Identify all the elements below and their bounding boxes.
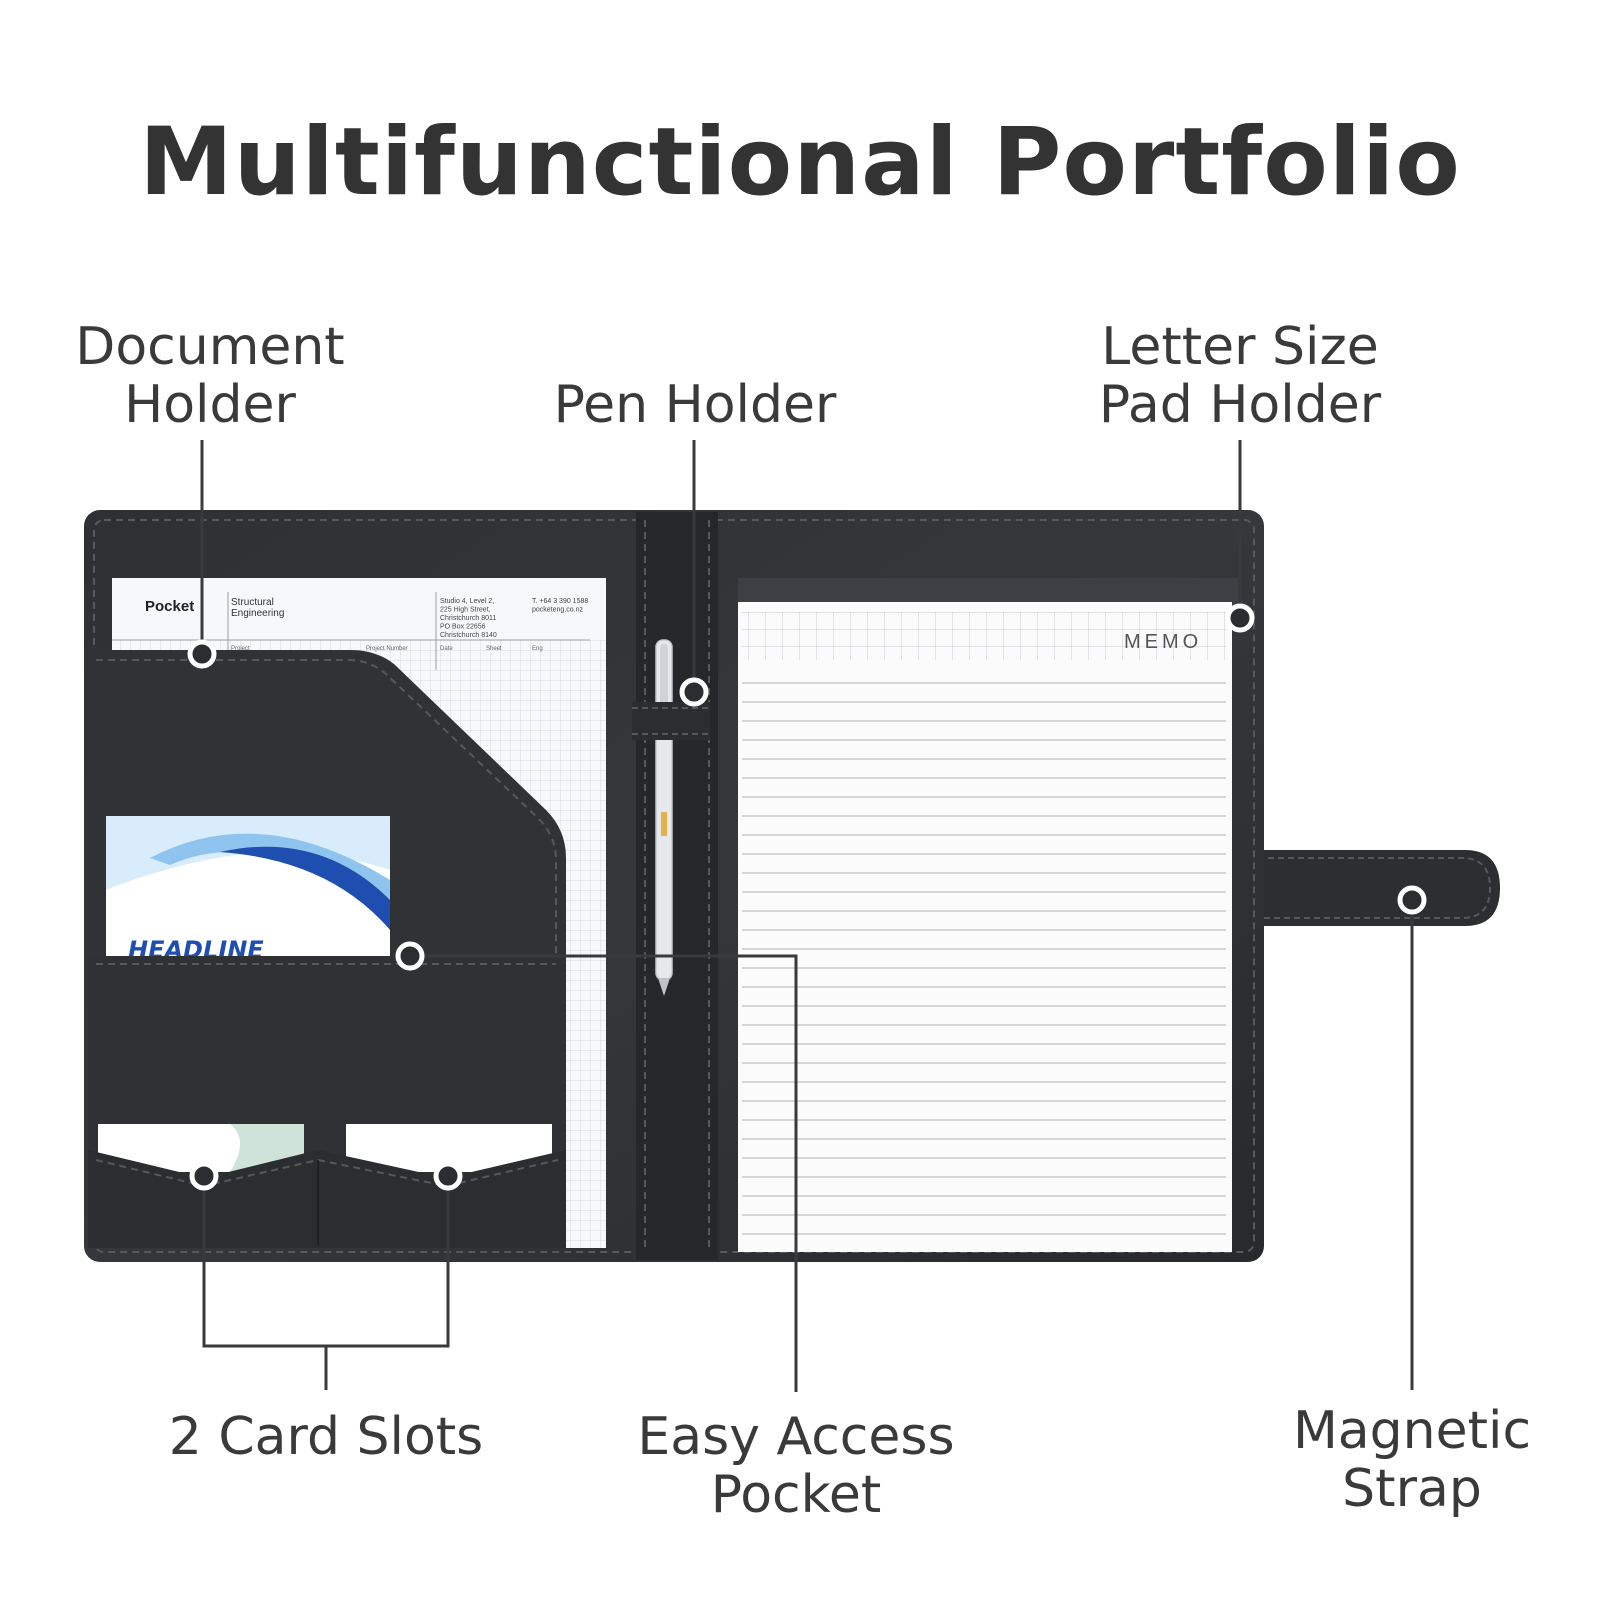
pen	[632, 639, 710, 996]
sheet-field-1: Project Number	[366, 646, 408, 652]
pen-holder-marker	[679, 677, 709, 707]
document-holder-marker	[187, 639, 217, 669]
sheet-contact: T. +64 3 390 1588 pocketeng.co.nz	[532, 598, 588, 614]
magnetic-strap	[1240, 850, 1500, 926]
sheet-address-line-2: Christchurch 8011	[440, 615, 496, 622]
sheet-contact-line-1: pocketeng.co.nz	[532, 607, 583, 614]
page-title: Multifunctional Portfolio	[139, 108, 1461, 217]
sheet-address-line-3: PO Box 22656	[440, 624, 486, 631]
sheet-fields: Project Project Number Date Sheet Eng	[231, 646, 543, 652]
sheet-brand: Pocket	[145, 598, 194, 615]
spine	[636, 512, 718, 1260]
sheet-address: Studio 4, Level 2,225 High Street,Christ…	[440, 598, 497, 639]
card-slot-marker-2	[433, 1161, 463, 1191]
sheet-address-line-4: Christchurch 8140	[440, 632, 497, 639]
sheet-field-3: Sheet	[486, 646, 502, 652]
magnetic-strap-marker	[1397, 885, 1427, 915]
memo-pad: MEMO	[738, 578, 1238, 1252]
sheet-contact-line-0: T. +64 3 390 1588	[532, 598, 588, 605]
sheet-field-0: Project	[231, 646, 250, 652]
easy-access-marker	[395, 941, 425, 971]
card-slot-marker-1	[189, 1161, 219, 1191]
pad-heading: MEMO	[1124, 631, 1202, 653]
callout-dots	[187, 603, 1427, 1191]
business-card: HEADLINE	[106, 816, 390, 964]
sheet-address-line-0: Studio 4, Level 2,	[440, 598, 494, 605]
sheet-address-line-1: 225 High Street,	[440, 607, 491, 614]
label-card-slots: 2 Card Slots	[168, 1407, 484, 1467]
sheet-field-2: Date	[440, 646, 453, 652]
callout-lines	[200, 440, 1414, 1392]
sheet-field-4: Eng	[532, 646, 543, 652]
sheet-line1: Structural	[231, 597, 274, 608]
pad-holder-marker	[1225, 603, 1255, 633]
sheet-line2: Engineering	[231, 608, 284, 619]
label-pen-holder: Pen Holder	[553, 375, 837, 435]
